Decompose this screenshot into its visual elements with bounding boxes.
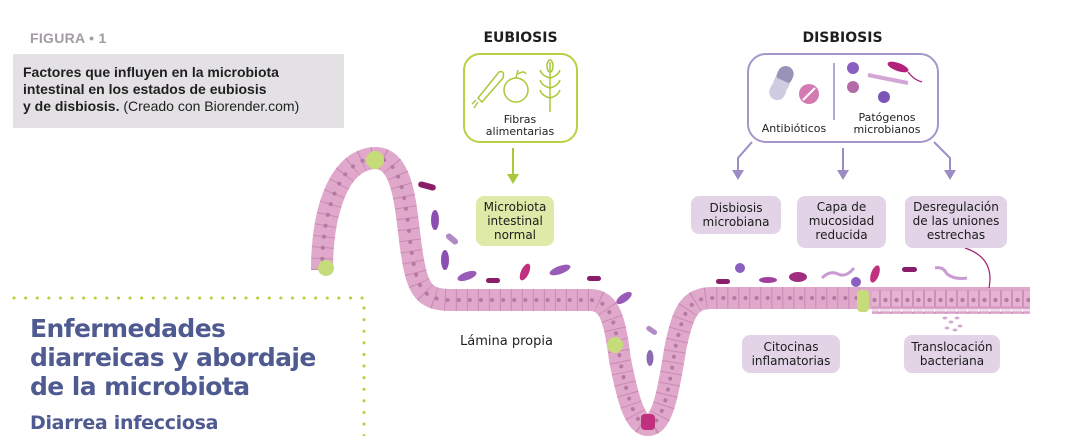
microbial-dysbiosis-box: Disbiosis microbiana xyxy=(691,196,781,234)
outcome-line: Microbiota xyxy=(483,200,547,214)
pill-icon xyxy=(799,84,819,104)
outcome-line: mucosidad xyxy=(808,214,875,228)
bacterium xyxy=(431,210,439,230)
outcome-line: Desregulación xyxy=(913,200,999,214)
bacterial-translocation-box: Translocación bacteriana xyxy=(904,335,1000,373)
outcome-line: Disbiosis xyxy=(709,201,763,215)
bacterium xyxy=(870,265,880,283)
goblet-cell xyxy=(857,290,869,312)
goblet-cell xyxy=(607,337,623,353)
bacterium xyxy=(445,233,459,245)
outcome-line: normal xyxy=(493,228,537,242)
bacterium xyxy=(549,264,571,276)
effect-line: Citocinas xyxy=(763,340,819,354)
virus-icon xyxy=(847,62,859,74)
virus xyxy=(851,277,861,287)
tight-junction-box: Desregulación de las uniones estrechas xyxy=(905,196,1007,248)
pathogens-label-line-1: Patógenos xyxy=(858,111,916,124)
intestinal-epithelium xyxy=(311,147,1030,436)
reduced-mucus-box: Capa de mucosidad reducida xyxy=(797,196,886,248)
arrow-head xyxy=(837,170,849,180)
effect-line: Translocación xyxy=(911,340,993,354)
eubiosis-factor-box xyxy=(463,53,578,143)
bacterium xyxy=(457,270,477,282)
translocating-bacteria xyxy=(942,316,963,332)
bacterium xyxy=(441,250,449,270)
epithelium-cells-texture xyxy=(311,147,860,436)
arrow-head xyxy=(732,170,744,180)
outcome-line: intestinal xyxy=(487,214,543,228)
article-subtitle: Diarrea infecciosa xyxy=(30,412,219,434)
disrupted-epithelium xyxy=(872,290,1030,314)
bacterium xyxy=(616,291,632,305)
disbiosis-factor-box xyxy=(747,53,939,143)
wheat-icon xyxy=(539,59,561,112)
bacterium xyxy=(902,267,917,272)
outcome-line: microbiana xyxy=(702,215,770,229)
pathogens-label-line-2: microbianos xyxy=(853,123,921,136)
bacterium xyxy=(789,272,807,282)
eubiosis-heading: EUBIOSIS xyxy=(483,30,558,46)
article-title: Enfermedades diarreicas y abordaje de la… xyxy=(30,314,316,401)
carrot-icon xyxy=(471,70,505,109)
eubiosis-arrow-head xyxy=(507,174,519,184)
goblet-cell xyxy=(366,151,384,169)
antibiotics-label: Antibióticos xyxy=(761,122,827,135)
caption-line-2: intestinal en los estados de eubiosis xyxy=(23,81,267,97)
normal-microbiota-box: Microbiota intestinal normal xyxy=(476,196,554,246)
capsule-icon xyxy=(769,66,794,101)
fiber-label: Fibras alimentarias xyxy=(465,114,575,138)
fiber-label-line-1: Fibras xyxy=(503,113,537,126)
caption-line-1: Factores que influyen en la microbiota xyxy=(23,64,279,80)
figure-label: FIGURA • 1 xyxy=(30,30,107,46)
outcome-line: reducida xyxy=(815,228,868,242)
caption-credit: (Creado con Biorender.com) xyxy=(119,98,300,114)
spirochete-icon xyxy=(867,61,923,85)
effect-line: bacteriana xyxy=(919,354,985,368)
spirochete xyxy=(820,267,856,280)
goblet-cell xyxy=(318,260,334,276)
disbiosis-heading: DISBIOSIS xyxy=(802,30,883,46)
bacteria-group xyxy=(418,181,991,366)
bacterium xyxy=(587,276,601,281)
bacterium xyxy=(519,263,531,281)
effect-line: inflamatorias xyxy=(751,354,831,368)
spirochete xyxy=(934,266,968,280)
bacterium xyxy=(759,277,777,283)
bacterium xyxy=(486,278,500,283)
paneth-cell xyxy=(641,414,655,430)
bacterium xyxy=(716,279,730,284)
figure-caption: Factores que influyen en la microbiota i… xyxy=(13,54,344,128)
lamina-propria-label: Lámina propia xyxy=(460,334,553,349)
virus xyxy=(735,263,745,273)
fiber-label-line-2: alimentarias xyxy=(485,125,555,138)
outcome-line: estrechas xyxy=(926,228,986,242)
outcome-line: de las uniones xyxy=(912,214,1000,228)
pathogens-label: Patógenos microbianos xyxy=(840,112,934,136)
bacterium xyxy=(646,350,654,366)
title-line-2: diarreicas y abordaje xyxy=(30,343,316,372)
bacterium xyxy=(418,181,436,191)
title-line-1: Enfermedades xyxy=(30,314,226,343)
arrow-head xyxy=(944,170,956,180)
caption-line-3: y de disbiosis. xyxy=(23,98,120,114)
bacterium xyxy=(646,325,658,335)
outcome-line: Capa de xyxy=(816,200,867,214)
bacteria-icon xyxy=(847,81,890,103)
inflammatory-cytokines-box: Citocinas inflamatorias xyxy=(742,335,840,373)
flagellum-line xyxy=(964,247,991,289)
disbiosis-arrows xyxy=(737,141,951,172)
title-line-3: de la microbiota xyxy=(30,372,250,401)
fruit-icon xyxy=(503,69,529,103)
